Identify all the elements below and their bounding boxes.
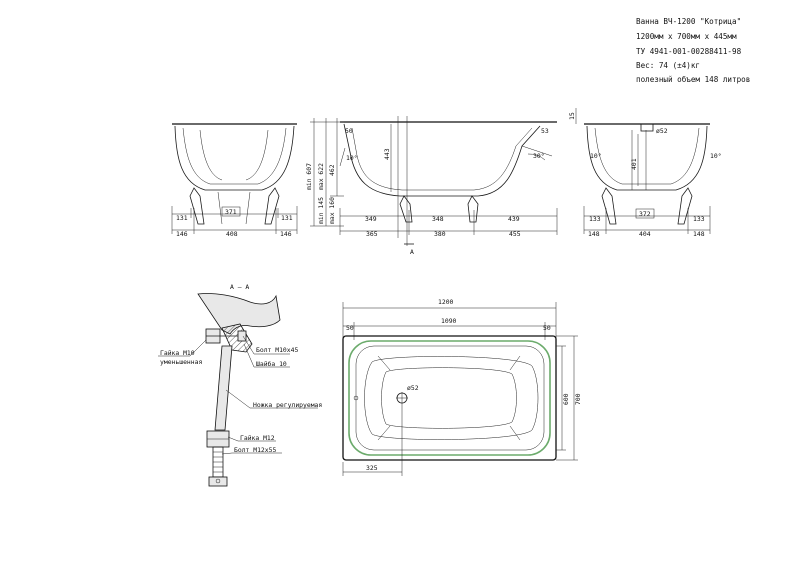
side-dim-top-2: 439 — [508, 215, 520, 223]
side-dim-top-0: 349 — [365, 215, 377, 223]
end-dim-bottom-1: 404 — [639, 230, 651, 238]
side-angle-left: 10° — [346, 154, 358, 162]
front-view: 131 371 131 146 408 146 — [171, 123, 298, 238]
end-angle-left: 10° — [590, 152, 602, 160]
label-washer: Шайба 10 — [256, 360, 287, 368]
end-dim-top-0: 133 — [589, 215, 601, 223]
label-leg: Ножка регулируемая — [253, 401, 322, 409]
end-leg-right — [677, 187, 693, 225]
plan-bottom — [364, 356, 539, 440]
plan-drain-offset: 325 — [366, 464, 378, 472]
side-left-label-1: max 622 — [317, 163, 325, 190]
side-dim-bottom-2: 455 — [509, 230, 521, 238]
spec-weight: Вес: 74 (±4)кг — [636, 61, 700, 70]
front-dim-bottom-0: 146 — [176, 230, 188, 238]
end-rim-dim: 15 — [568, 112, 576, 120]
side-left-label-2: 462 — [328, 164, 336, 176]
detail-tub-fragment — [197, 293, 281, 335]
plan-inner: 1090 — [441, 317, 457, 325]
spec-title: Ванна ВЧ-1200 "Котрица" — [636, 17, 741, 26]
plan-rim-left: 50 — [346, 324, 354, 332]
detail-leg — [214, 345, 233, 431]
end-dim-bottom-2: 148 — [693, 230, 705, 238]
plan-height-inner: 600 — [562, 393, 570, 405]
end-angle-right: 10° — [710, 152, 722, 160]
plan-drain-label: ø52 — [407, 384, 419, 392]
front-dim-top-0: 131 — [176, 214, 188, 222]
spec-block: Ванна ВЧ-1200 "Котрица" 1200мм x 700мм x… — [636, 17, 750, 84]
end-dim-bottom-0: 148 — [588, 230, 600, 238]
end-bowl — [586, 125, 708, 191]
plan-length: 1200 — [438, 298, 454, 306]
end-view: 15 ø52 401 10° 10° 133 372 133 148 404 1… — [568, 108, 722, 238]
detail-section: А – А Гайка М10 уменьшенная Болт М10х45 … — [158, 283, 322, 487]
front-leg-right — [264, 187, 280, 225]
label-bolt-m12: Болт М12х55 — [234, 446, 276, 454]
spec-tu: ТУ 4941-001-00288411-98 — [636, 47, 742, 56]
side-top-right: 53 — [541, 127, 549, 135]
side-bowl — [343, 123, 541, 197]
plan-outer — [342, 335, 557, 461]
side-dim-bottom-0: 365 — [366, 230, 378, 238]
side-left-small-0: min 145 — [317, 197, 325, 224]
side-leg-right — [467, 195, 479, 223]
end-drain: ø52 — [656, 127, 668, 135]
front-dim-bottom-1: 408 — [226, 230, 238, 238]
side-dim-top-1: 348 — [432, 215, 444, 223]
end-dim-top-1: 372 — [639, 210, 651, 218]
detail-title: А – А — [230, 283, 249, 291]
side-view: min 607 max 622 462 min 145 max 160 443 … — [305, 116, 558, 256]
side-left-small-1: max 160 — [328, 197, 336, 224]
side-depth: 443 — [383, 148, 391, 160]
front-bowl — [174, 125, 295, 191]
side-top-left: 50 — [345, 127, 353, 135]
spec-volume: полезный объем 148 литров — [636, 75, 750, 84]
plan-view: 1200 1090 50 50 ø52 600 700 325 — [342, 298, 582, 476]
plan-inner-outline — [348, 340, 551, 456]
front-dim-bottom-2: 146 — [280, 230, 292, 238]
side-leg-left — [399, 195, 413, 223]
spec-size: 1200мм x 700мм x 445мм — [636, 32, 737, 41]
plan-height-outer: 700 — [574, 393, 582, 405]
plan-rim-right: 50 — [543, 324, 551, 332]
end-leg-left — [601, 187, 617, 225]
label-nut-m10: Гайка М10 — [160, 349, 195, 357]
front-dim-top-1: 371 — [225, 208, 237, 216]
end-depth: 401 — [630, 158, 638, 170]
front-leg-left — [189, 187, 205, 225]
front-dim-top-2: 131 — [281, 214, 293, 222]
side-dim-bottom-1: 380 — [434, 230, 446, 238]
end-dim-top-2: 133 — [693, 215, 705, 223]
label-nut-m12: Гайка М12 — [240, 434, 275, 442]
side-section-mark: А — [410, 248, 414, 256]
label-nut-m10-sub: уменьшенная — [160, 358, 202, 366]
side-angle-right: 30° — [533, 152, 545, 160]
side-left-label-0: min 607 — [305, 163, 313, 190]
label-bolt-m10: Болт М10х45 — [256, 346, 298, 354]
